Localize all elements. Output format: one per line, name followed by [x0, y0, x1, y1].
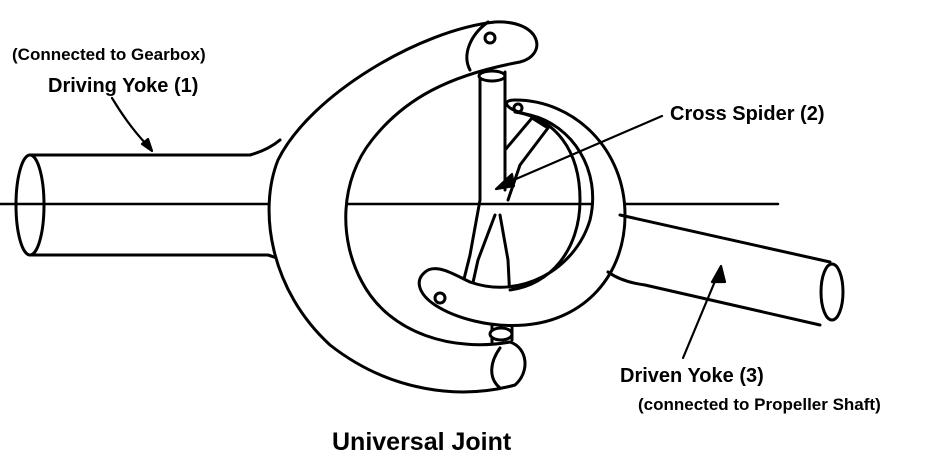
arrow-cross-spider [500, 114, 664, 187]
leader-arrows [110, 96, 727, 360]
driven-shaft [606, 213, 845, 327]
driving-yoke-label: Driving Yoke (1) [48, 75, 199, 97]
diagram-title: Universal Joint [332, 428, 512, 456]
driven-yoke-label: Driven Yoke (3) [620, 365, 764, 387]
driving-yoke-note: (Connected to Gearbox) [12, 45, 206, 64]
arrow-driven-yoke [681, 272, 720, 360]
driven-yoke [417, 98, 627, 328]
cross-spider-label: Cross Spider (2) [670, 103, 825, 125]
arrow-driving-yoke [110, 96, 152, 150]
driven-yoke-note: (connected to Propeller Shaft) [638, 395, 881, 414]
cross-spider [453, 69, 550, 344]
driving-yoke [267, 20, 539, 394]
